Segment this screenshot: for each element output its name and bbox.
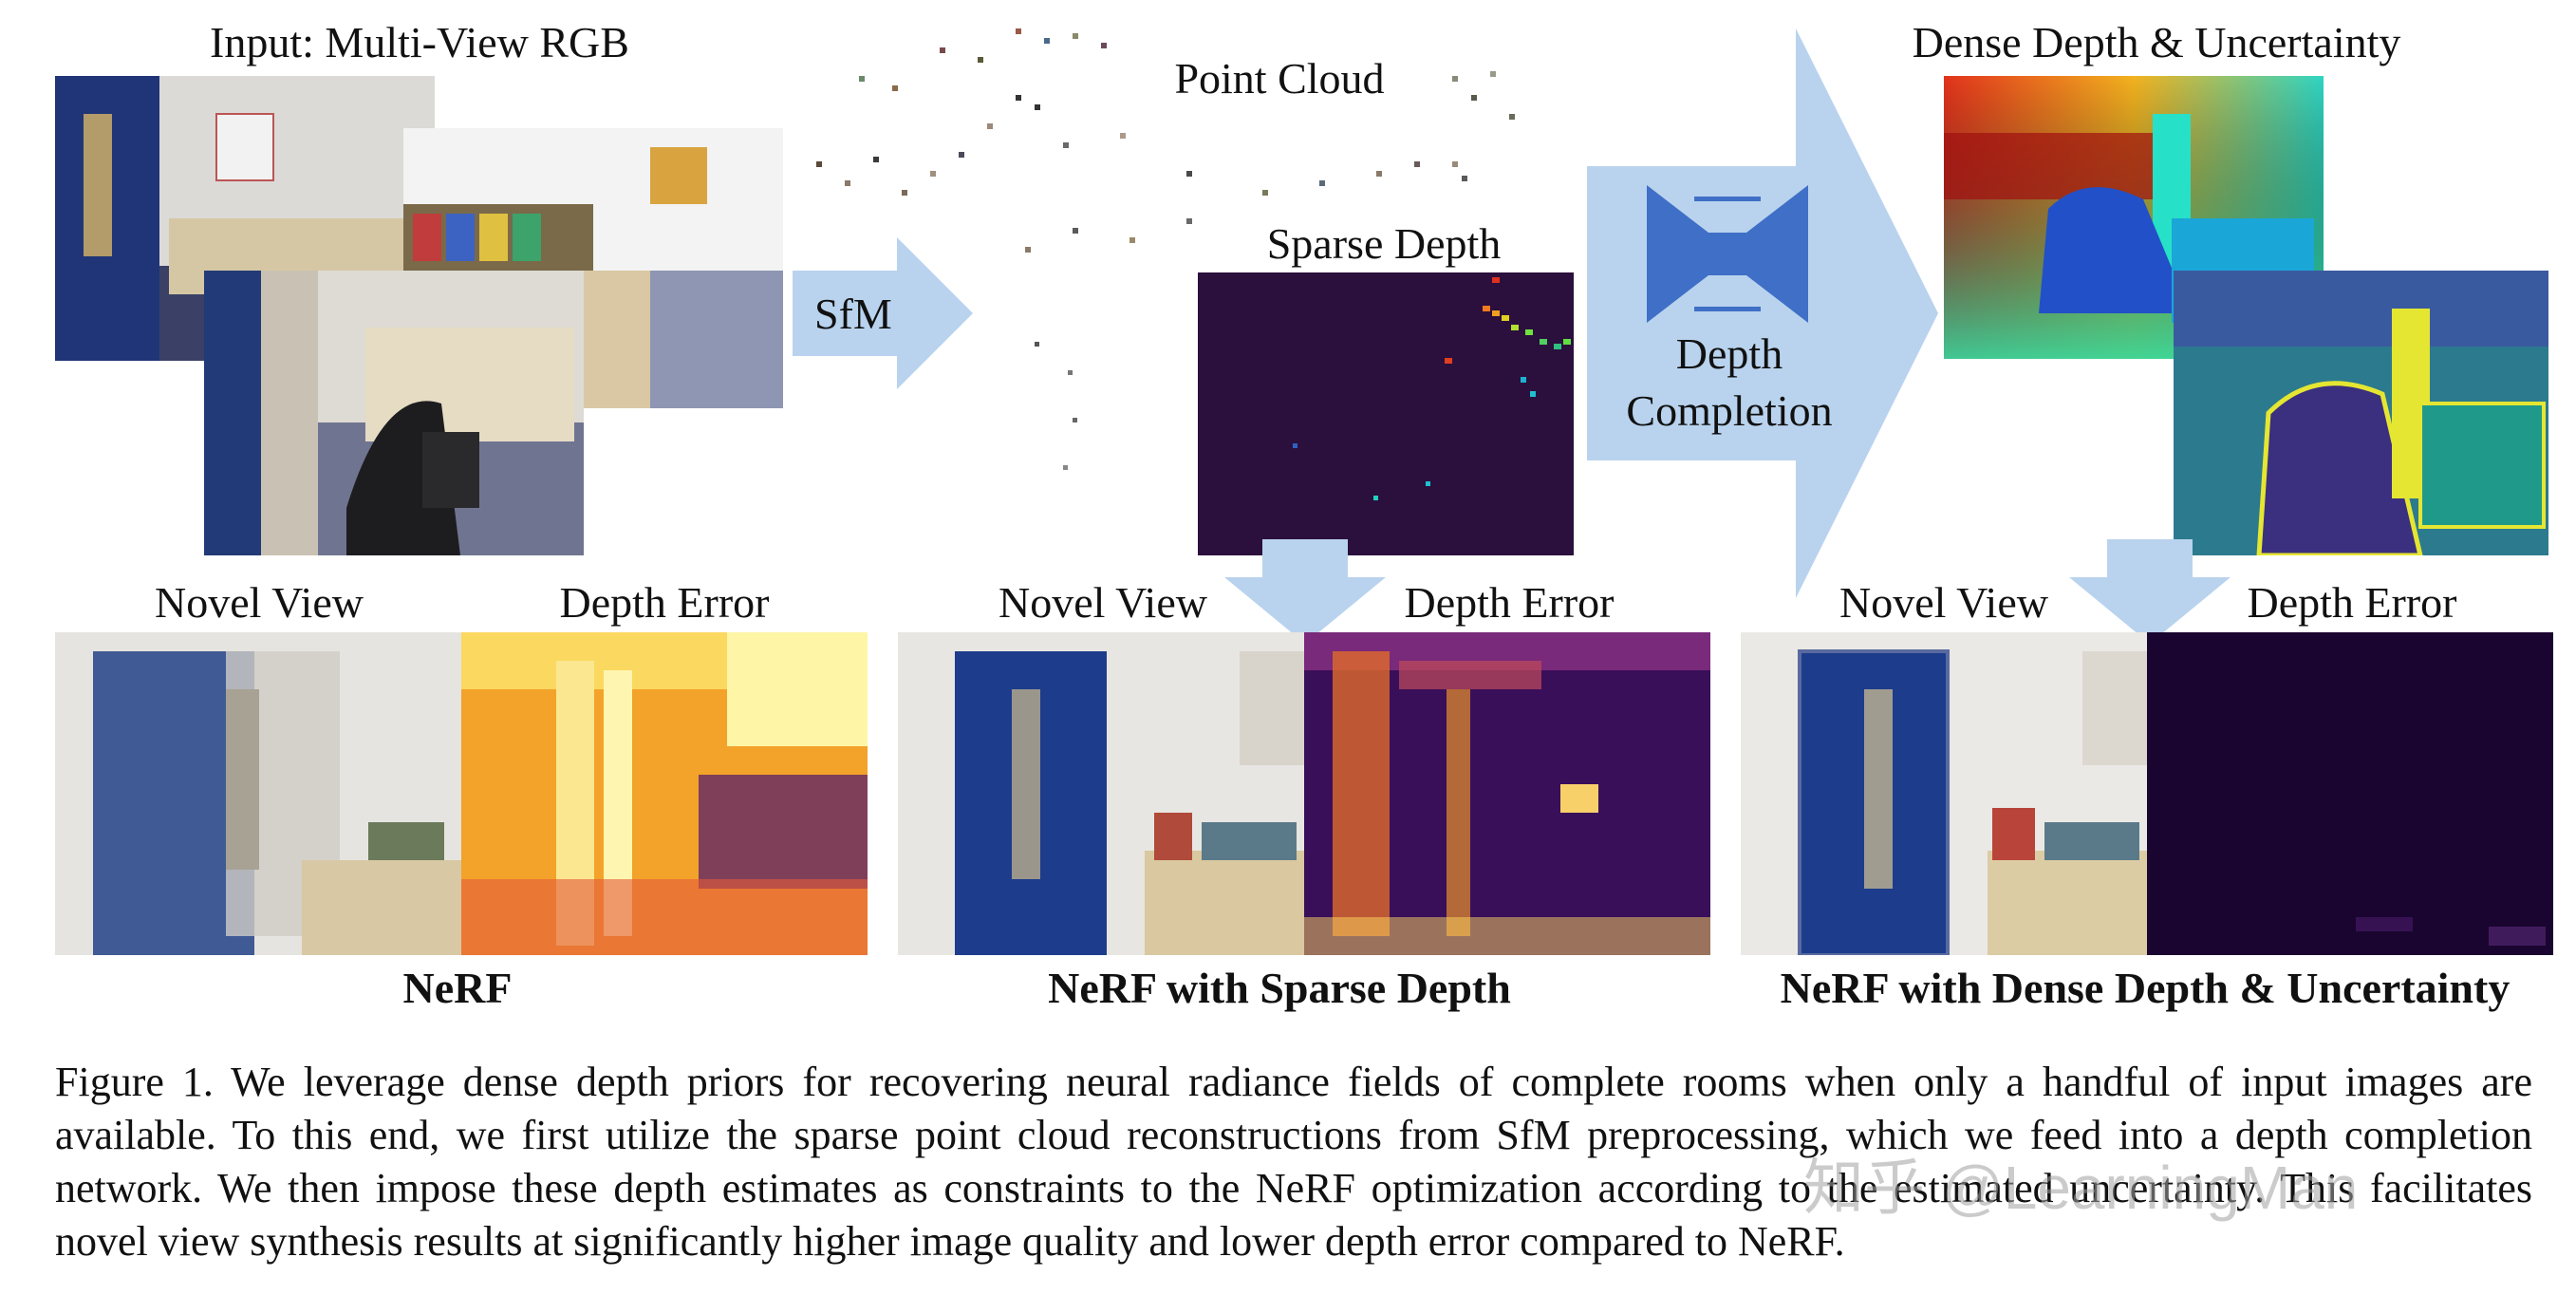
col3-depth-error	[2147, 632, 2553, 955]
sparse-depth-label: Sparse Depth	[1266, 219, 1502, 268]
col1-novel-view-label: Novel View	[155, 578, 364, 627]
network-icon	[1647, 185, 1808, 323]
point-cloud-label: Point Cloud	[1174, 54, 1385, 103]
col2-depth-error	[1304, 632, 1710, 955]
col2-method-label: NeRF with Sparse Depth	[1048, 964, 1511, 1012]
depth-completion-label-1: Depth	[1675, 329, 1783, 378]
dense-depth-label: Dense Depth & Uncertainty	[1912, 18, 2401, 66]
input-rgb-image-3	[204, 271, 584, 555]
uncertainty-map	[2174, 271, 2548, 555]
col1-method-label: NeRF	[402, 964, 513, 1012]
col2-novel-view-label: Novel View	[999, 578, 1207, 627]
input-title: Input: Multi-View RGB	[210, 18, 629, 66]
col1-depth-error-label: Depth Error	[559, 578, 770, 627]
depth-completion-arrow	[1587, 28, 1938, 598]
sparse-depth-map	[1198, 272, 1574, 555]
col3-depth-error-label: Depth Error	[2247, 578, 2457, 627]
col3-method-label: NeRF with Dense Depth & Uncertainty	[1780, 964, 2511, 1012]
watermark: 知乎 @LearningMan	[1803, 1154, 2359, 1222]
sfm-label: SfM	[814, 290, 892, 338]
col3-novel-view	[1741, 632, 2147, 955]
dense-down-arrow	[2069, 539, 2231, 644]
point-cloud	[816, 28, 1515, 470]
sfm-arrow	[793, 237, 973, 389]
col2-depth-error-label: Depth Error	[1404, 578, 1615, 627]
col2-novel-view	[898, 632, 1304, 955]
depth-completion-label-2: Completion	[1626, 386, 1833, 435]
sparse-down-arrow	[1224, 539, 1386, 644]
col1-novel-view	[55, 632, 461, 955]
figure-caption: Figure 1. We leverage dense depth priors…	[55, 1059, 2532, 1265]
col1-depth-error	[461, 632, 868, 955]
col3-novel-view-label: Novel View	[1839, 578, 2048, 627]
